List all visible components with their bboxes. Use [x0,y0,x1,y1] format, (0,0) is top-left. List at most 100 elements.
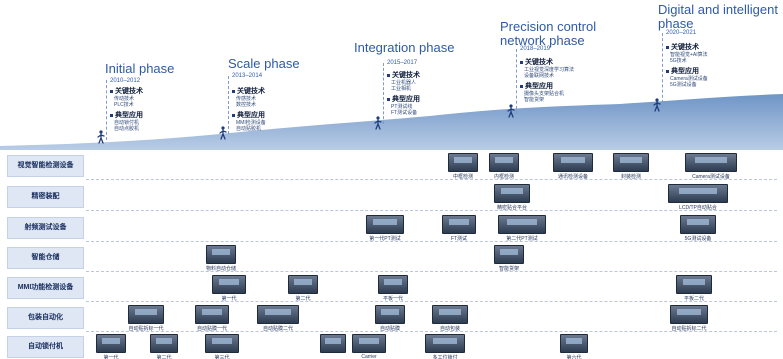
phase-app-item: 摄像头支架贴合机 [524,91,565,97]
phase-tech-item: 传动技术 [114,96,135,102]
equipment-caption: 第三代 [214,355,230,359]
phase-title: Precision control network phase [500,19,597,48]
row-divider [86,210,777,211]
walking-figure-icon [653,98,661,112]
phase-typical-app-heading: 典型应用 [110,110,143,120]
equipment-image [448,153,478,172]
phase-app-item: FT测试设备 [391,110,418,116]
phase-tech-item: 工业机器人 [391,80,417,86]
equipment-caption: 平板一代 [382,296,403,302]
equipment-item: 第二代PT测试 [498,215,546,242]
equipment-image [680,215,716,234]
category-label: 射频测试设备 [7,217,84,239]
equipment-image [494,245,524,264]
equipment-caption: 通讯检测设备 [557,174,588,180]
equipment-item: 中框检测 [448,153,478,180]
phase-app-item: 智能货架 [524,97,545,103]
equipment-caption: 第六代 [566,355,582,359]
equipment-caption: 多工位锁付 [432,355,458,359]
phase-typical-app-heading: 典型应用 [232,110,265,120]
phase-years: 2020–2021 [666,30,697,36]
equipment-item: 自动贴膜 [375,305,405,332]
row-divider [86,301,777,302]
equipment-image [553,153,593,172]
category-label: 视觉智能检测设备 [7,155,84,177]
phase-years: 2010–2012 [110,78,141,84]
phase-typical-app-heading: 典型应用 [387,94,420,104]
equipment-item: 自动贴拆标二代 [670,305,708,332]
phase-marker-line [383,63,384,124]
equipment-image [257,305,299,324]
phase-marker-line [228,76,229,134]
equipment-image [375,305,405,324]
phase-marker-line [516,49,517,114]
phase-app-item: 自动点胶机 [114,126,140,132]
phase-tech-item: PLC技术 [114,102,134,108]
equipment-image [320,334,346,353]
phase-app-item: 自动贴胶机 [236,126,262,132]
equipment-caption: 自动贴拆标二代 [671,326,707,332]
phase-title: Digital and intelligent phase [658,2,778,31]
category-label: 自动锁付机 [7,336,84,358]
equipment-image [378,275,408,294]
equipment-item: 自动贴膜一代 [195,305,229,332]
equipment-item: FT测试 [442,215,476,242]
equipment-image [96,334,126,353]
equipment-caption: 第一代 [103,355,119,359]
equipment-caption: 自动包装 [439,326,460,332]
equipment-caption: 第二代PT测试 [506,236,538,242]
equipment-caption: 平板二代 [683,296,704,302]
equipment-item: 精密贴合平台 [494,184,530,211]
phase-tech-item: 工业视觉深度学习算法 [524,67,575,73]
row-divider [86,331,777,332]
walking-figure-icon [507,104,515,118]
equipment-caption: 物料自动仓储 [205,266,236,272]
phase-app-item: Camera测试设备 [670,76,708,82]
equipment-item: LCD/TP自动贴合 [668,184,728,211]
equipment-image [212,275,246,294]
equipment-caption: FT测试 [450,236,468,242]
equipment-item: Camera测试设备 [685,153,737,180]
equipment-item: 5G测试设备 [680,215,716,242]
phase-typical-app-heading: 典型应用 [520,81,553,91]
phase-app-item: MMI检测设备 [236,120,266,126]
equipment-item: 物料自动仓储 [206,245,236,272]
equipment-caption: 中框检测 [452,174,473,180]
phase-title: Scale phase [228,56,300,71]
equipment-item: 第六代 [560,334,588,359]
row-divider [86,179,777,180]
equipment-item: 第一代 [96,334,126,359]
equipment-image [494,184,530,203]
category-label: 智能仓储 [7,247,84,269]
equipment-item: 通讯检测设备 [553,153,593,180]
equipment-image [205,334,239,353]
category-label: 包装自动化 [7,307,84,329]
phase-marker-line [106,80,107,140]
row-divider [86,271,777,272]
equipment-caption: 自动贴膜一代 [196,326,227,332]
equipment-image [685,153,737,172]
phase-years: 2015–2017 [387,60,418,66]
phase-tech-item: 智能视觉+AI算法 [670,52,708,58]
equipment-item: 多工位锁付 [425,334,465,359]
equipment-image [498,215,546,234]
equipment-caption: 5G测试设备 [684,236,712,242]
equipment-item: 第三代 [205,334,239,359]
equipment-item: 自动包装 [432,305,468,332]
equipment-image [352,334,386,353]
equipment-image [195,305,229,324]
equipment-image [442,215,476,234]
walking-figure-icon [97,130,105,144]
equipment-image [613,153,649,172]
equipment-image [288,275,318,294]
growth-mountain [0,94,783,150]
phase-key-tech-heading: 关键技术 [666,42,699,52]
equipment-caption: 内框检测 [493,174,514,180]
mountain-slope [0,94,783,150]
equipment-caption: 第二代 [156,355,172,359]
equipment-caption: LCD/TP自动贴合 [679,205,717,211]
equipment-caption: 精密贴合平台 [496,205,527,211]
